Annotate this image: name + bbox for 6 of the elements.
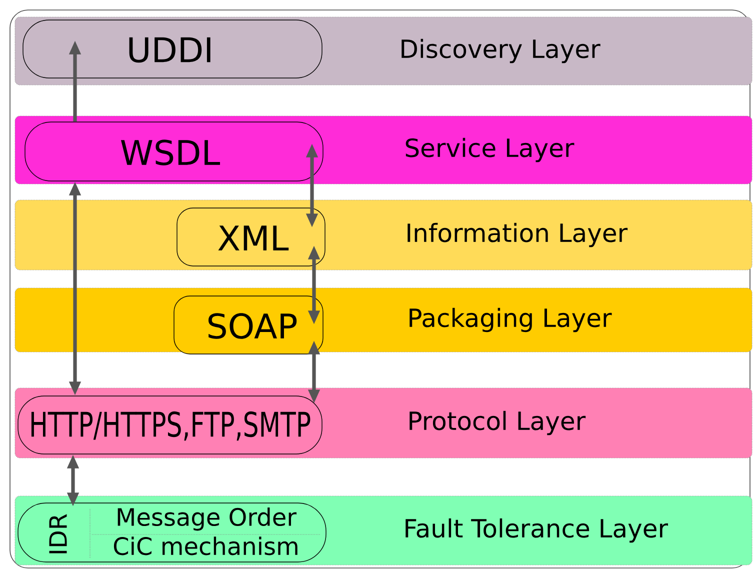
pill-box: IDR Message Order CiC mechanism [18, 502, 326, 562]
pill-box: HTTP/HTTPS,FTP,SMTP [18, 396, 322, 454]
pill-box: UDDI [22, 20, 322, 78]
pill-box: XML [176, 208, 326, 266]
pill-box: WSDL [24, 122, 324, 182]
pill-box: SOAP [174, 296, 324, 354]
